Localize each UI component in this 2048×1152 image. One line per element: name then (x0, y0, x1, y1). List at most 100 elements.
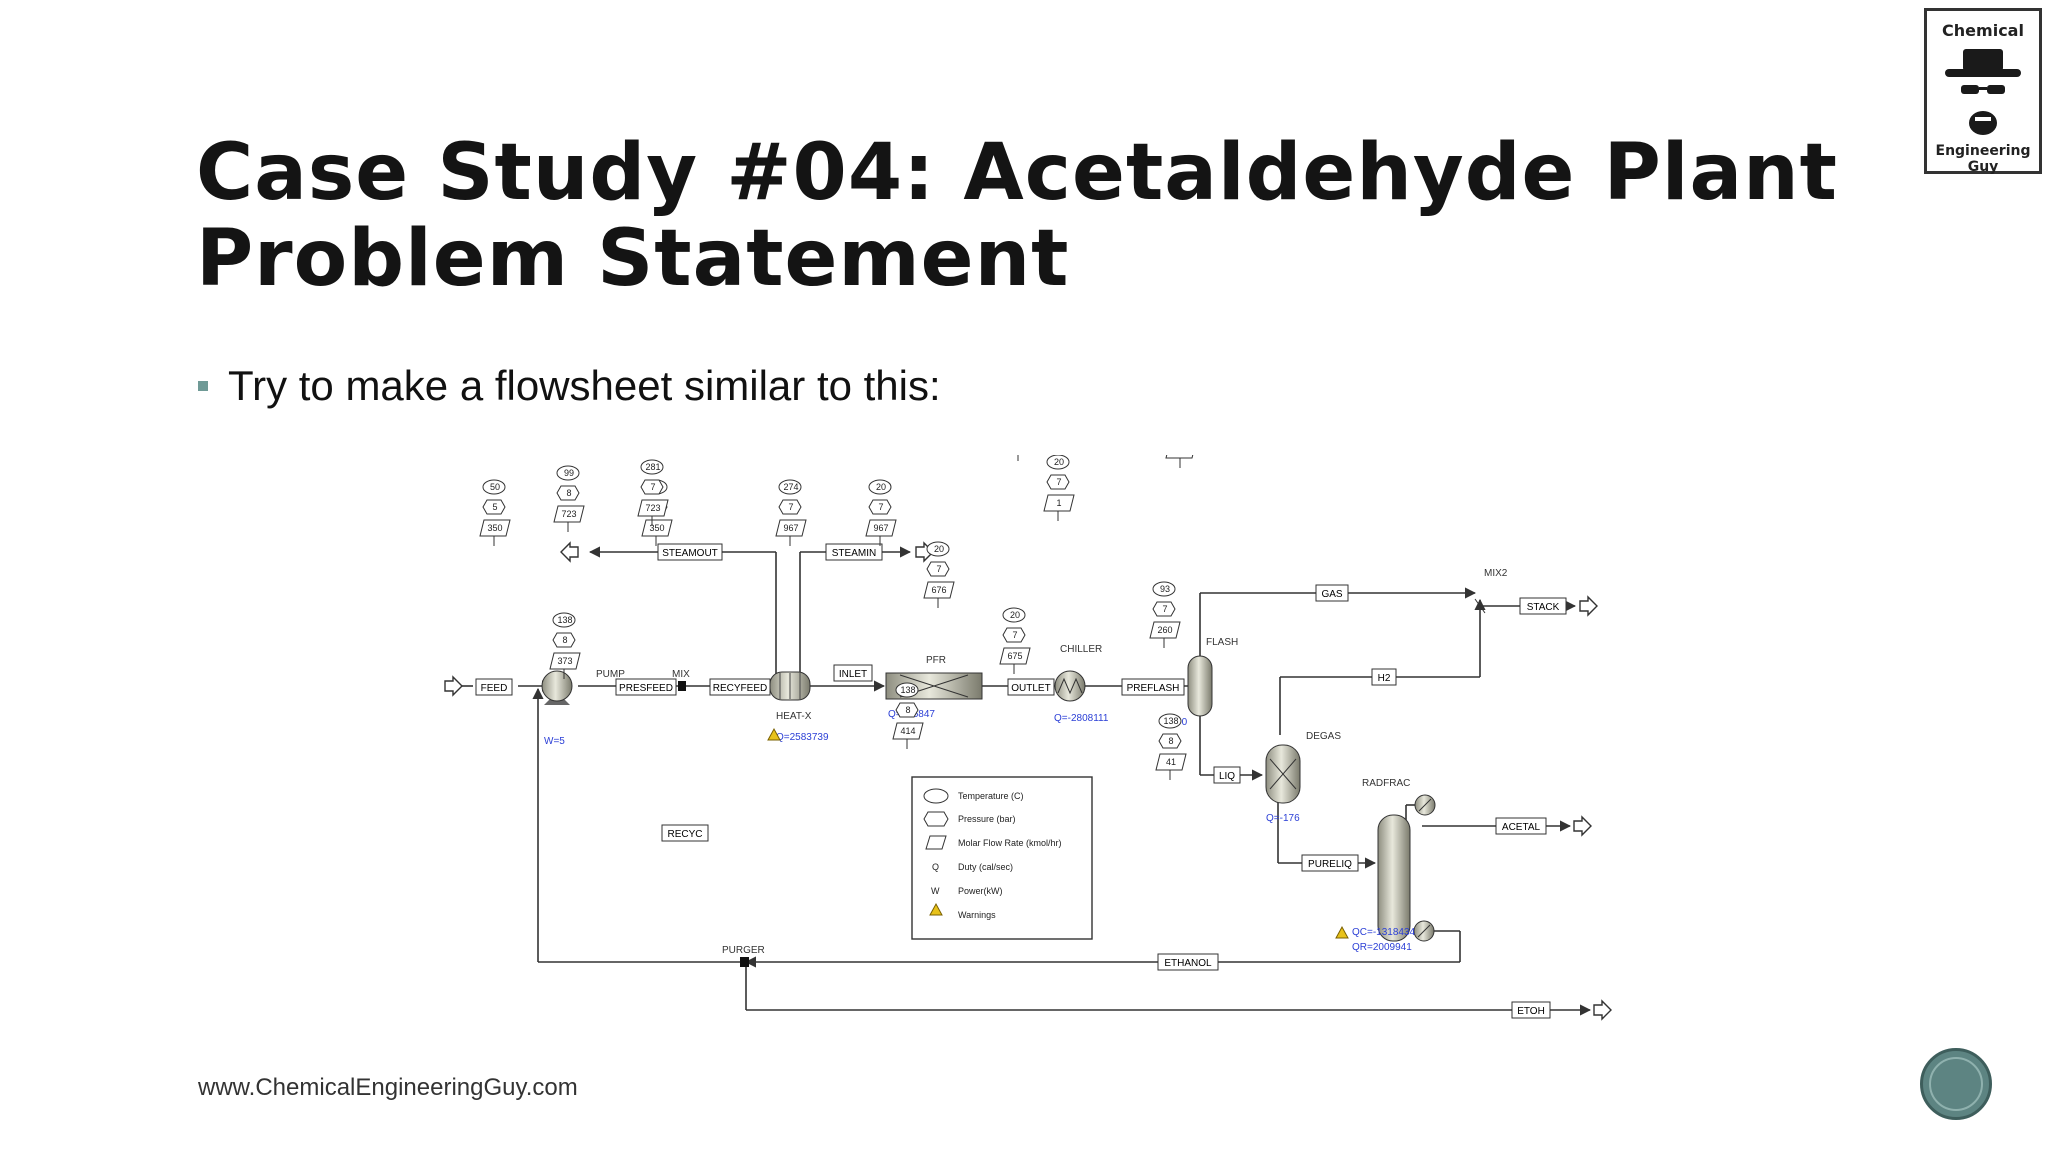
temperature-oval (926, 541, 950, 557)
temperature-oval (778, 479, 802, 495)
flow-parallelogram (1149, 621, 1181, 639)
bullet-square-icon (198, 381, 208, 391)
pressure-hexagon (895, 702, 919, 718)
stream-steamin: STEAMIN (832, 548, 876, 559)
pressure-value: 8 (566, 488, 571, 498)
pressure-value: 7 (788, 502, 793, 512)
stream-stack-box (1519, 597, 1567, 615)
flow-parallelogram (999, 647, 1031, 665)
temperature-oval (552, 612, 576, 628)
pressure-value: 7 (1162, 604, 1167, 614)
pressure-hexagon (926, 561, 950, 577)
annotation-heatx-q: Q=2583739 (776, 732, 829, 743)
process-flowsheet: FEED PRESFEED RECYFEED INLET OUTLET PREF… (444, 455, 1612, 1021)
temperature-oval (868, 479, 892, 495)
stream-acetal: ACETAL (1502, 822, 1541, 833)
temperature-value: 93 (1160, 584, 1170, 594)
flow-parallelogram (641, 519, 673, 537)
logo-bottom-text: Engineering Guy (1935, 143, 2031, 175)
condition-gas: 207291 (1017, 455, 1019, 461)
flow-value: 414 (900, 726, 915, 736)
pressure-value: 7 (878, 502, 883, 512)
stream-etoh: ETOH (1517, 1006, 1545, 1017)
temperature-value: 138 (900, 685, 915, 695)
flow-value: 675 (1007, 651, 1022, 661)
stream-ethanol: ETHANOL (1164, 958, 1212, 969)
stream-h2-box (1371, 668, 1397, 686)
heat-exchanger-block (769, 671, 811, 701)
temperature-value: 138 (557, 615, 572, 625)
pressure-value: 8 (905, 705, 910, 715)
stream-liq: LIQ (1219, 771, 1235, 782)
stream-acetal-box (1495, 817, 1547, 835)
flow-value: 967 (783, 523, 798, 533)
stream-inlet-box (833, 664, 873, 682)
temperature-oval (1002, 607, 1026, 623)
annotation-radfrac-qc: QC=-1318434 (1352, 927, 1416, 938)
block-radfrac: RADFRAC (1362, 778, 1410, 789)
condition-recyfeed: 99 8 723 (553, 465, 585, 532)
flow-parallelogram (1165, 455, 1194, 459)
temperature-oval (895, 682, 919, 698)
stream-labels: FEED PRESFEED RECYFEED INLET OUTLET PREF… (475, 543, 1567, 1019)
flow-value: 350 (649, 523, 664, 533)
temperature-value: 20 (934, 544, 944, 554)
temperature-value: 281 (645, 462, 660, 472)
pressure-value: 8 (1168, 736, 1173, 746)
legend-pressure: Pressure (bar) (958, 814, 1016, 824)
block-heatx: HEAT-X (776, 711, 812, 722)
temperature-value: 50 (490, 482, 500, 492)
pressure-hexagon (556, 485, 580, 501)
block-pfr: PFR (926, 655, 946, 666)
stream-preflash-box (1121, 678, 1185, 696)
flow-parallelogram (549, 652, 581, 670)
condition-outlet: 274 7 967 (775, 479, 807, 546)
stream-steamin-box (825, 543, 883, 561)
stream-recyfeed: RECYFEED (713, 683, 767, 694)
block-flash: FLASH (1206, 637, 1238, 648)
pressure-value: 5 (492, 502, 497, 512)
flow-value: 723 (561, 509, 576, 519)
warning-icon (767, 727, 781, 741)
stream-presfeed-box (615, 678, 677, 696)
legend-flow: Molar Flow Rate (kmol/hr) (958, 838, 1062, 848)
legend-duty-symbol: Q (932, 862, 939, 872)
warning-icon (1335, 925, 1349, 939)
stream-stack: STACK (1527, 602, 1560, 613)
pressure-value: 7 (936, 564, 941, 574)
slide-nav-button[interactable] (1920, 1048, 1992, 1120)
stream-outlet: OUTLET (1011, 683, 1050, 694)
temperature-value: 99 (564, 468, 574, 478)
legend-box: Temperature (C) Pressure (bar) Molar Flo… (911, 776, 1093, 940)
annotation-degas-q: Q=-176 (1266, 813, 1300, 824)
block-chiller: CHILLER (1060, 644, 1102, 655)
radfrac-column-block (1377, 794, 1436, 942)
block-mix: MIX (672, 669, 690, 680)
warning-icons (767, 727, 1349, 939)
stream-steamout-box (657, 543, 723, 561)
flow-parallelogram (775, 519, 807, 537)
flow-parallelogram (865, 519, 897, 537)
stream-outlet-box (1007, 678, 1055, 696)
temperature-oval (482, 479, 506, 495)
pressure-hexagon (1152, 601, 1176, 617)
pump-block (541, 670, 573, 705)
footer-url: www.ChemicalEngineeringGuy.com (198, 1074, 578, 1101)
condition-ethanol: 138 8 414 (892, 682, 924, 749)
pressure-hexagon (868, 499, 892, 515)
logo-top-text: Chemical (1942, 21, 2024, 40)
temperature-value: 274 (783, 482, 798, 492)
legend-power: Power(kW) (958, 886, 1003, 896)
block-purger: PURGER (722, 945, 765, 956)
stream-pureliq: PURELIQ (1308, 859, 1352, 870)
pressure-hexagon (552, 632, 576, 648)
purger-block (740, 957, 749, 967)
stream-inlet: INLET (839, 669, 867, 680)
